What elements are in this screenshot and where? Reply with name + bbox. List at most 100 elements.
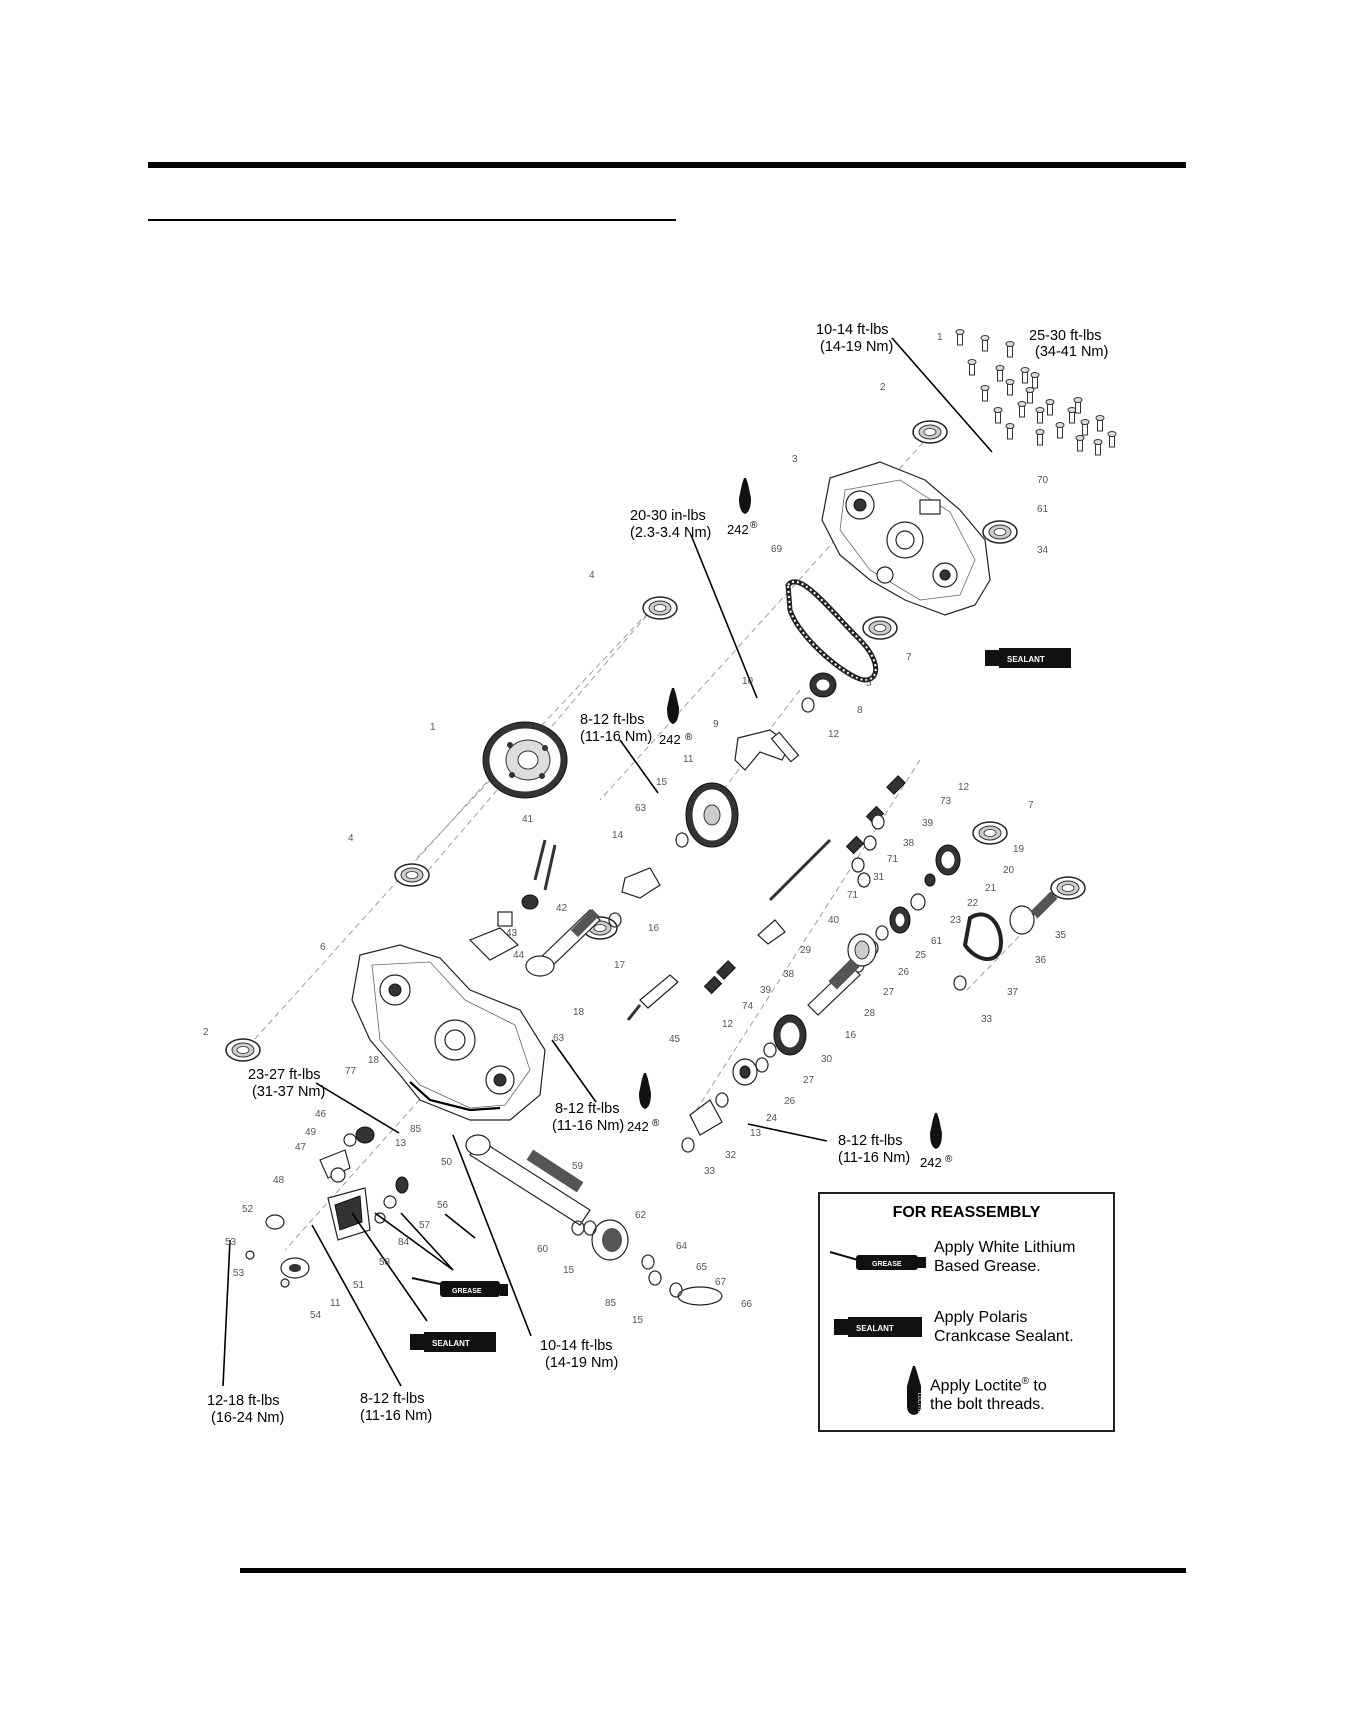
- svg-text:47: 47: [295, 1142, 307, 1153]
- svg-text:11: 11: [330, 1298, 341, 1309]
- svg-text:73: 73: [940, 796, 952, 807]
- legend-grease-line2: Based Grease.: [934, 1258, 1041, 1275]
- svg-text:(11-16 Nm): (11-16 Nm): [552, 1118, 624, 1134]
- svg-text:(14-19 Nm): (14-19 Nm): [820, 339, 893, 355]
- svg-text:15: 15: [563, 1265, 575, 1276]
- svg-text:12: 12: [722, 1019, 734, 1030]
- gear-30: [773, 1014, 807, 1056]
- svg-text:15: 15: [656, 777, 668, 788]
- svg-text:13: 13: [750, 1128, 762, 1139]
- svg-text:19: 19: [1013, 844, 1025, 855]
- svg-text:36: 36: [1035, 955, 1047, 966]
- right-shaft-stack: [703, 775, 906, 995]
- svg-text:2: 2: [203, 1027, 209, 1038]
- svg-text:242: 242: [920, 1155, 942, 1170]
- left-case-half: [351, 944, 546, 1121]
- svg-text:24: 24: [766, 1113, 778, 1124]
- svg-text:21: 21: [985, 883, 997, 894]
- svg-text:62: 62: [635, 1210, 647, 1221]
- svg-text:30: 30: [821, 1054, 833, 1065]
- torque-spec-bottom-center: 8-12 ft-lbs (11-16 Nm): [360, 1391, 432, 1424]
- svg-text:37: 37: [1007, 987, 1019, 998]
- svg-text:38: 38: [903, 838, 915, 849]
- svg-text:16: 16: [648, 923, 660, 934]
- shaft-45: [639, 974, 679, 1009]
- svg-text:(31-37 Nm): (31-37 Nm): [252, 1084, 325, 1100]
- svg-text:LOCTITE: LOCTITE: [916, 1393, 922, 1415]
- svg-text:34: 34: [1037, 545, 1049, 556]
- svg-text:71: 71: [847, 890, 859, 901]
- part-number-labels: 1 2 3 70 61 34 69 4 7 5 8 10 12 9 1 11 1…: [203, 332, 1067, 1326]
- legend-loctite-line2: the bolt threads.: [930, 1396, 1045, 1414]
- svg-text:51: 51: [353, 1280, 365, 1291]
- svg-text:(14-19 Nm): (14-19 Nm): [545, 1355, 618, 1371]
- coupler-62: [591, 1219, 629, 1261]
- part-44: [468, 927, 520, 961]
- loctite-bottle-icon: LOCTITE: [907, 1366, 922, 1415]
- legend-loctite-line1: Apply Loctite: [930, 1377, 1022, 1395]
- legend-sealant-line1: Apply Polaris: [934, 1309, 1028, 1326]
- seal-34: [982, 520, 1018, 544]
- right-case-half: [821, 461, 991, 616]
- shaft-18: [525, 908, 601, 977]
- svg-text:57: 57: [419, 1220, 431, 1231]
- svg-text:11: 11: [683, 754, 694, 765]
- svg-text:26: 26: [898, 967, 910, 978]
- shift-shaft-40: [768, 838, 832, 902]
- svg-text:(11-16 Nm): (11-16 Nm): [580, 729, 652, 745]
- svg-text:65: 65: [696, 1262, 708, 1273]
- svg-text:20-30 in-lbs: 20-30 in-lbs: [630, 508, 706, 524]
- seal-2-bottom: [225, 1038, 261, 1062]
- svg-text:60: 60: [537, 1244, 549, 1255]
- svg-text:56: 56: [437, 1200, 449, 1211]
- svg-text:17: 17: [614, 960, 626, 971]
- svg-text:33: 33: [704, 1166, 716, 1177]
- part-43: [497, 911, 513, 927]
- svg-text:85: 85: [410, 1124, 422, 1135]
- svg-text:45: 45: [669, 1034, 681, 1045]
- torque-leaders: [222, 337, 993, 1387]
- svg-text:35: 35: [1055, 930, 1067, 941]
- hub-26: [732, 1058, 758, 1086]
- seal-2-top: [912, 420, 948, 444]
- svg-text:SEALANT: SEALANT: [432, 1339, 470, 1348]
- torque-spec-top-right: 25-30 ft-lbs (34-41 Nm): [1029, 328, 1108, 360]
- svg-text:12: 12: [958, 782, 970, 793]
- svg-text:40: 40: [828, 915, 840, 926]
- svg-text:66: 66: [741, 1299, 753, 1310]
- section-underline: [148, 219, 676, 221]
- seal-35: [1050, 876, 1086, 900]
- loctite-bottle-icon: 242 ®: [659, 688, 693, 747]
- legend-title: FOR REASSEMBLY: [892, 1204, 1041, 1221]
- svg-text:63: 63: [553, 1033, 565, 1044]
- seal-7-top: [862, 616, 898, 640]
- svg-text:22: 22: [967, 898, 979, 909]
- svg-text:5: 5: [866, 678, 872, 689]
- svg-text:70: 70: [1037, 475, 1049, 486]
- seal-4-bottom: [394, 863, 430, 887]
- svg-text:9: 9: [713, 719, 719, 730]
- output-shaft-59: [465, 1134, 591, 1226]
- loctite-bottle-icon: 242 ®: [920, 1113, 953, 1170]
- svg-text:48: 48: [273, 1175, 285, 1186]
- svg-text:63: 63: [635, 803, 647, 814]
- bolts-41: [533, 839, 557, 891]
- svg-text:58: 58: [379, 1257, 391, 1268]
- svg-text:8-12 ft-lbs: 8-12 ft-lbs: [555, 1101, 619, 1117]
- svg-text:25: 25: [915, 950, 927, 961]
- svg-text:8: 8: [857, 705, 863, 716]
- seal-66: [677, 1286, 723, 1306]
- svg-text:26: 26: [784, 1096, 796, 1107]
- svg-text:®: ®: [685, 732, 693, 743]
- svg-text:242: 242: [659, 732, 681, 747]
- loctite-bottle-icon: 242 ®: [727, 478, 758, 537]
- svg-text:64: 64: [676, 1241, 688, 1252]
- svg-text:31: 31: [873, 872, 885, 883]
- svg-text:54: 54: [310, 1310, 322, 1321]
- svg-text:7: 7: [906, 652, 912, 663]
- svg-text:8-12 ft-lbs: 8-12 ft-lbs: [580, 712, 644, 728]
- svg-text:®: ®: [945, 1154, 953, 1165]
- torque-spec-23-27: 23-27 ft-lbs (31-37 Nm): [248, 1067, 325, 1100]
- svg-text:(16-24 Nm): (16-24 Nm): [211, 1410, 284, 1426]
- svg-text:1: 1: [937, 332, 943, 343]
